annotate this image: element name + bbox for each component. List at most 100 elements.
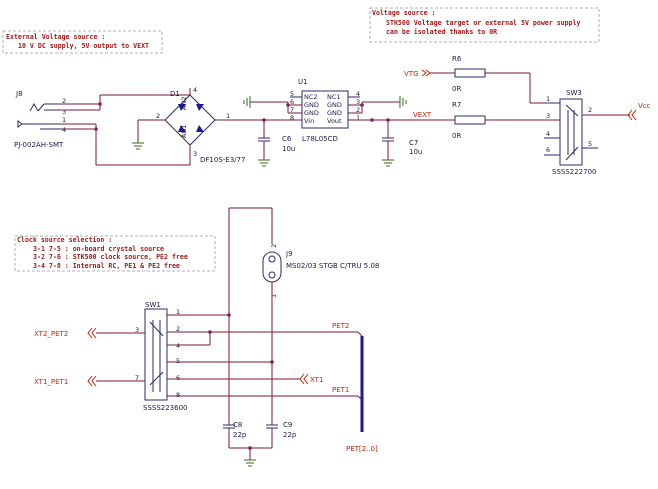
svg-text:C6: C6	[282, 135, 292, 143]
svg-text:4: 4	[356, 90, 360, 98]
svg-text:NC2: NC2	[304, 93, 318, 101]
svg-text:4: 4	[62, 126, 66, 134]
net-label-vtg: VTG	[404, 70, 419, 78]
net-label-pet2: PET2	[332, 322, 349, 330]
svg-text:4: 4	[176, 342, 180, 350]
net-label-vext: VEXT	[413, 111, 432, 119]
svg-text:0R: 0R	[452, 132, 461, 140]
note-clock-source: Clock source selection : 3-1 7-5 : on-bo…	[14, 235, 216, 272]
svg-text:U1: U1	[298, 78, 308, 86]
svg-text:0R: 0R	[452, 85, 461, 93]
svg-text:7: 7	[290, 106, 294, 114]
net-label-xt2-pet2: XT2_PET2	[34, 330, 68, 338]
net-label-xt1-pet1: XT1_PET1	[34, 378, 68, 386]
svg-text:8: 8	[290, 114, 294, 122]
svg-text:SW1: SW1	[145, 301, 161, 309]
svg-text:J9: J9	[285, 250, 293, 258]
net-label-vcc: Vcc	[638, 102, 651, 110]
u1-regulator: U1 L78L05CD NC2 GND GND Vin NC1 GND GND …	[290, 78, 360, 143]
svg-text:2: 2	[176, 325, 180, 333]
svg-text:6: 6	[546, 146, 550, 154]
svg-text:5: 5	[588, 140, 592, 148]
svg-text:3-2 7-6 : STK500 clock source,: 3-2 7-6 : STK500 clock source, PE2 free	[33, 253, 188, 261]
svg-text:Vin: Vin	[304, 117, 314, 125]
sw1-switch: SW1 SSSS223600 3 7 1 2 4 5 6 8	[135, 301, 188, 412]
svg-text:3: 3	[193, 150, 197, 158]
r6-resistor: R6 0R	[452, 55, 486, 93]
svg-text:PJ-002AH-SMT: PJ-002AH-SMT	[14, 141, 64, 149]
svg-text:1: 1	[226, 112, 230, 120]
svg-text:Vout: Vout	[327, 117, 342, 125]
svg-text:7: 7	[135, 374, 139, 382]
svg-text:C7: C7	[409, 139, 418, 147]
svg-text:External Voltage source :: External Voltage source :	[6, 33, 105, 41]
svg-text:6: 6	[176, 374, 180, 382]
svg-text:SSSS222700: SSSS222700	[552, 168, 597, 176]
svg-text:1: 1	[356, 114, 360, 122]
ground-icon	[399, 96, 407, 108]
svg-text:STK500 Voltage target or exte: STK500 Voltage target or external 5V pow…	[386, 19, 581, 27]
net-label-xt1: XT1	[310, 376, 323, 384]
svg-text:3: 3	[546, 112, 550, 120]
svg-text:C9: C9	[283, 421, 292, 429]
r7-resistor: R7 0R	[452, 101, 486, 140]
svg-text:GND: GND	[304, 109, 319, 117]
svg-text:3-1 7-5 : on-board crystal sou: 3-1 7-5 : on-board crystal source	[33, 245, 164, 253]
svg-text:5: 5	[176, 357, 180, 365]
svg-text:L78L05CD: L78L05CD	[302, 135, 338, 143]
svg-text:1: 1	[62, 116, 66, 124]
ground-icon	[243, 96, 251, 108]
j9-connector: 2 1 J9 MS02/03 STGB C/TRU 5.08	[262, 244, 379, 298]
ground-icon	[132, 142, 144, 150]
svg-text:2: 2	[156, 112, 160, 120]
c7-capacitor: C7 10u	[382, 120, 422, 160]
svg-text:1: 1	[270, 294, 278, 298]
svg-text:J8: J8	[15, 90, 23, 98]
svg-text:R7: R7	[452, 101, 461, 109]
d1-bridge-rectifier: D1 DF10S-E3/77 AN2 AN1 4 2 1 3	[156, 86, 245, 164]
svg-text:3: 3	[135, 326, 139, 334]
c8-capacitor: C8 22p	[223, 421, 247, 439]
svg-text:NC1: NC1	[327, 93, 341, 101]
net-label-pet-bus: PET[2..0]	[346, 445, 378, 453]
svg-text:GND: GND	[327, 109, 342, 117]
svg-text:SSSS223600: SSSS223600	[143, 404, 188, 412]
svg-text:AN1: AN1	[180, 125, 188, 138]
svg-text:4: 4	[193, 86, 197, 94]
c6-capacitor: C6 10u	[258, 120, 295, 160]
svg-text:1: 1	[546, 95, 550, 103]
svg-text:10 V DC supply, 5V output to V: 10 V DC supply, 5V output to VEXT	[18, 42, 149, 50]
svg-text:Voltage source :: Voltage source :	[372, 9, 436, 17]
svg-text:2: 2	[270, 244, 278, 248]
ground-icon	[244, 459, 256, 467]
svg-text:SW3: SW3	[566, 89, 582, 97]
svg-text:5: 5	[290, 90, 294, 98]
svg-text:3: 3	[62, 108, 66, 116]
svg-text:D1: D1	[170, 90, 180, 98]
svg-text:10u: 10u	[282, 145, 295, 153]
svg-text:22p: 22p	[233, 431, 247, 439]
svg-text:6: 6	[290, 98, 294, 106]
svg-text:2: 2	[62, 97, 66, 105]
svg-text:GND: GND	[327, 101, 342, 109]
svg-text:3-4 7-8 : Internal RC, PE1 & P: 3-4 7-8 : Internal RC, PE1 & PE2 free	[33, 262, 180, 270]
svg-text:2: 2	[588, 106, 592, 114]
ground-icon	[258, 159, 270, 167]
svg-text:MS02/03 STGB C/TRU 5.08: MS02/03 STGB C/TRU 5.08	[286, 262, 379, 270]
svg-text:10u: 10u	[409, 148, 422, 156]
svg-text:DF10S-E3/77: DF10S-E3/77	[200, 156, 245, 164]
svg-text:R6: R6	[452, 55, 462, 63]
svg-text:C8: C8	[233, 421, 242, 429]
note-voltage-source: Voltage source : STK500 Voltage target o…	[369, 7, 600, 43]
net-label-pet1: PET1	[332, 386, 349, 394]
svg-text:can be isolated thanks to 0R: can be isolated thanks to 0R	[386, 28, 497, 36]
sw3-switch: SW3 SSSS222700 1 3 4 6 2 5	[546, 89, 597, 176]
j8-connector: J8 PJ-002AH-SMT 2 3 1 4	[14, 90, 66, 149]
ground-icon	[382, 159, 394, 167]
svg-text:8: 8	[176, 391, 180, 399]
svg-text:GND: GND	[304, 101, 319, 109]
svg-text:4: 4	[546, 130, 550, 138]
svg-text:22p: 22p	[283, 431, 297, 439]
svg-text:2: 2	[356, 106, 360, 114]
